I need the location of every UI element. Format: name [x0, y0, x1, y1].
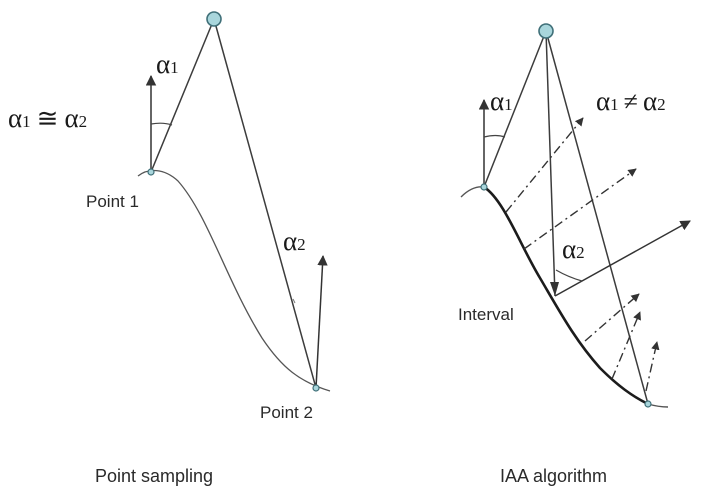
left-ray-to-point2: [213, 18, 317, 389]
left-point2-label: Point 2: [260, 403, 313, 422]
right-panel: α1 α2 α1≠α2 Interval IAA algorithm: [458, 23, 691, 486]
left-point2-marker: [312, 384, 320, 392]
right-ray-to-start: [483, 30, 547, 188]
left-normal-arrow-point2: [315, 254, 328, 389]
right-angle-arc-alpha1: [483, 134, 506, 138]
left-alpha1-label: α1: [156, 49, 179, 79]
left-point1-label: Point 1: [86, 192, 139, 211]
right-alpha1-label: α1: [490, 86, 513, 116]
left-terrain-curve: [137, 169, 331, 392]
left-relation-approx-equal: α1≅α2: [8, 103, 87, 133]
right-end-marker: [644, 400, 652, 408]
right-middle-ray-arrowhead: [550, 282, 559, 296]
left-point1-marker: [147, 168, 155, 176]
left-caption: Point sampling: [95, 466, 213, 486]
left-source-node: [206, 11, 222, 27]
right-ray-to-end: [545, 30, 649, 405]
right-interval-label: Interval: [458, 305, 514, 324]
dashdot-normal-3: [584, 293, 640, 342]
right-ray-to-middle: [545, 30, 556, 297]
dashdot-normal-4: [611, 311, 641, 380]
dashdot-normal-2: [523, 168, 637, 250]
right-angle-arc-alpha2: [555, 269, 583, 282]
right-start-marker: [480, 183, 488, 191]
left-angle-arc-alpha1: [150, 122, 173, 126]
left-panel: α1 α2 α1≅α2 Point 1 Point 2 Point sampli…: [8, 11, 331, 486]
right-relation-not-equal: α1≠α2: [596, 86, 666, 116]
dashdot-normal-5: [645, 341, 660, 392]
left-ray-to-point1: [150, 18, 215, 173]
right-terrain-curve-start: [460, 186, 485, 198]
right-alpha2-label: α2: [562, 234, 585, 264]
left-alpha2-label: α2: [283, 226, 306, 256]
right-normal-arrow-middle: [554, 220, 691, 297]
right-source-node: [538, 23, 554, 39]
right-terrain-interval-curve: [483, 185, 649, 406]
dashdot-normal-1: [505, 117, 584, 213]
right-dashdot-normals: [505, 117, 660, 392]
left-ray-tick: [292, 298, 296, 304]
right-caption: IAA algorithm: [500, 466, 607, 486]
